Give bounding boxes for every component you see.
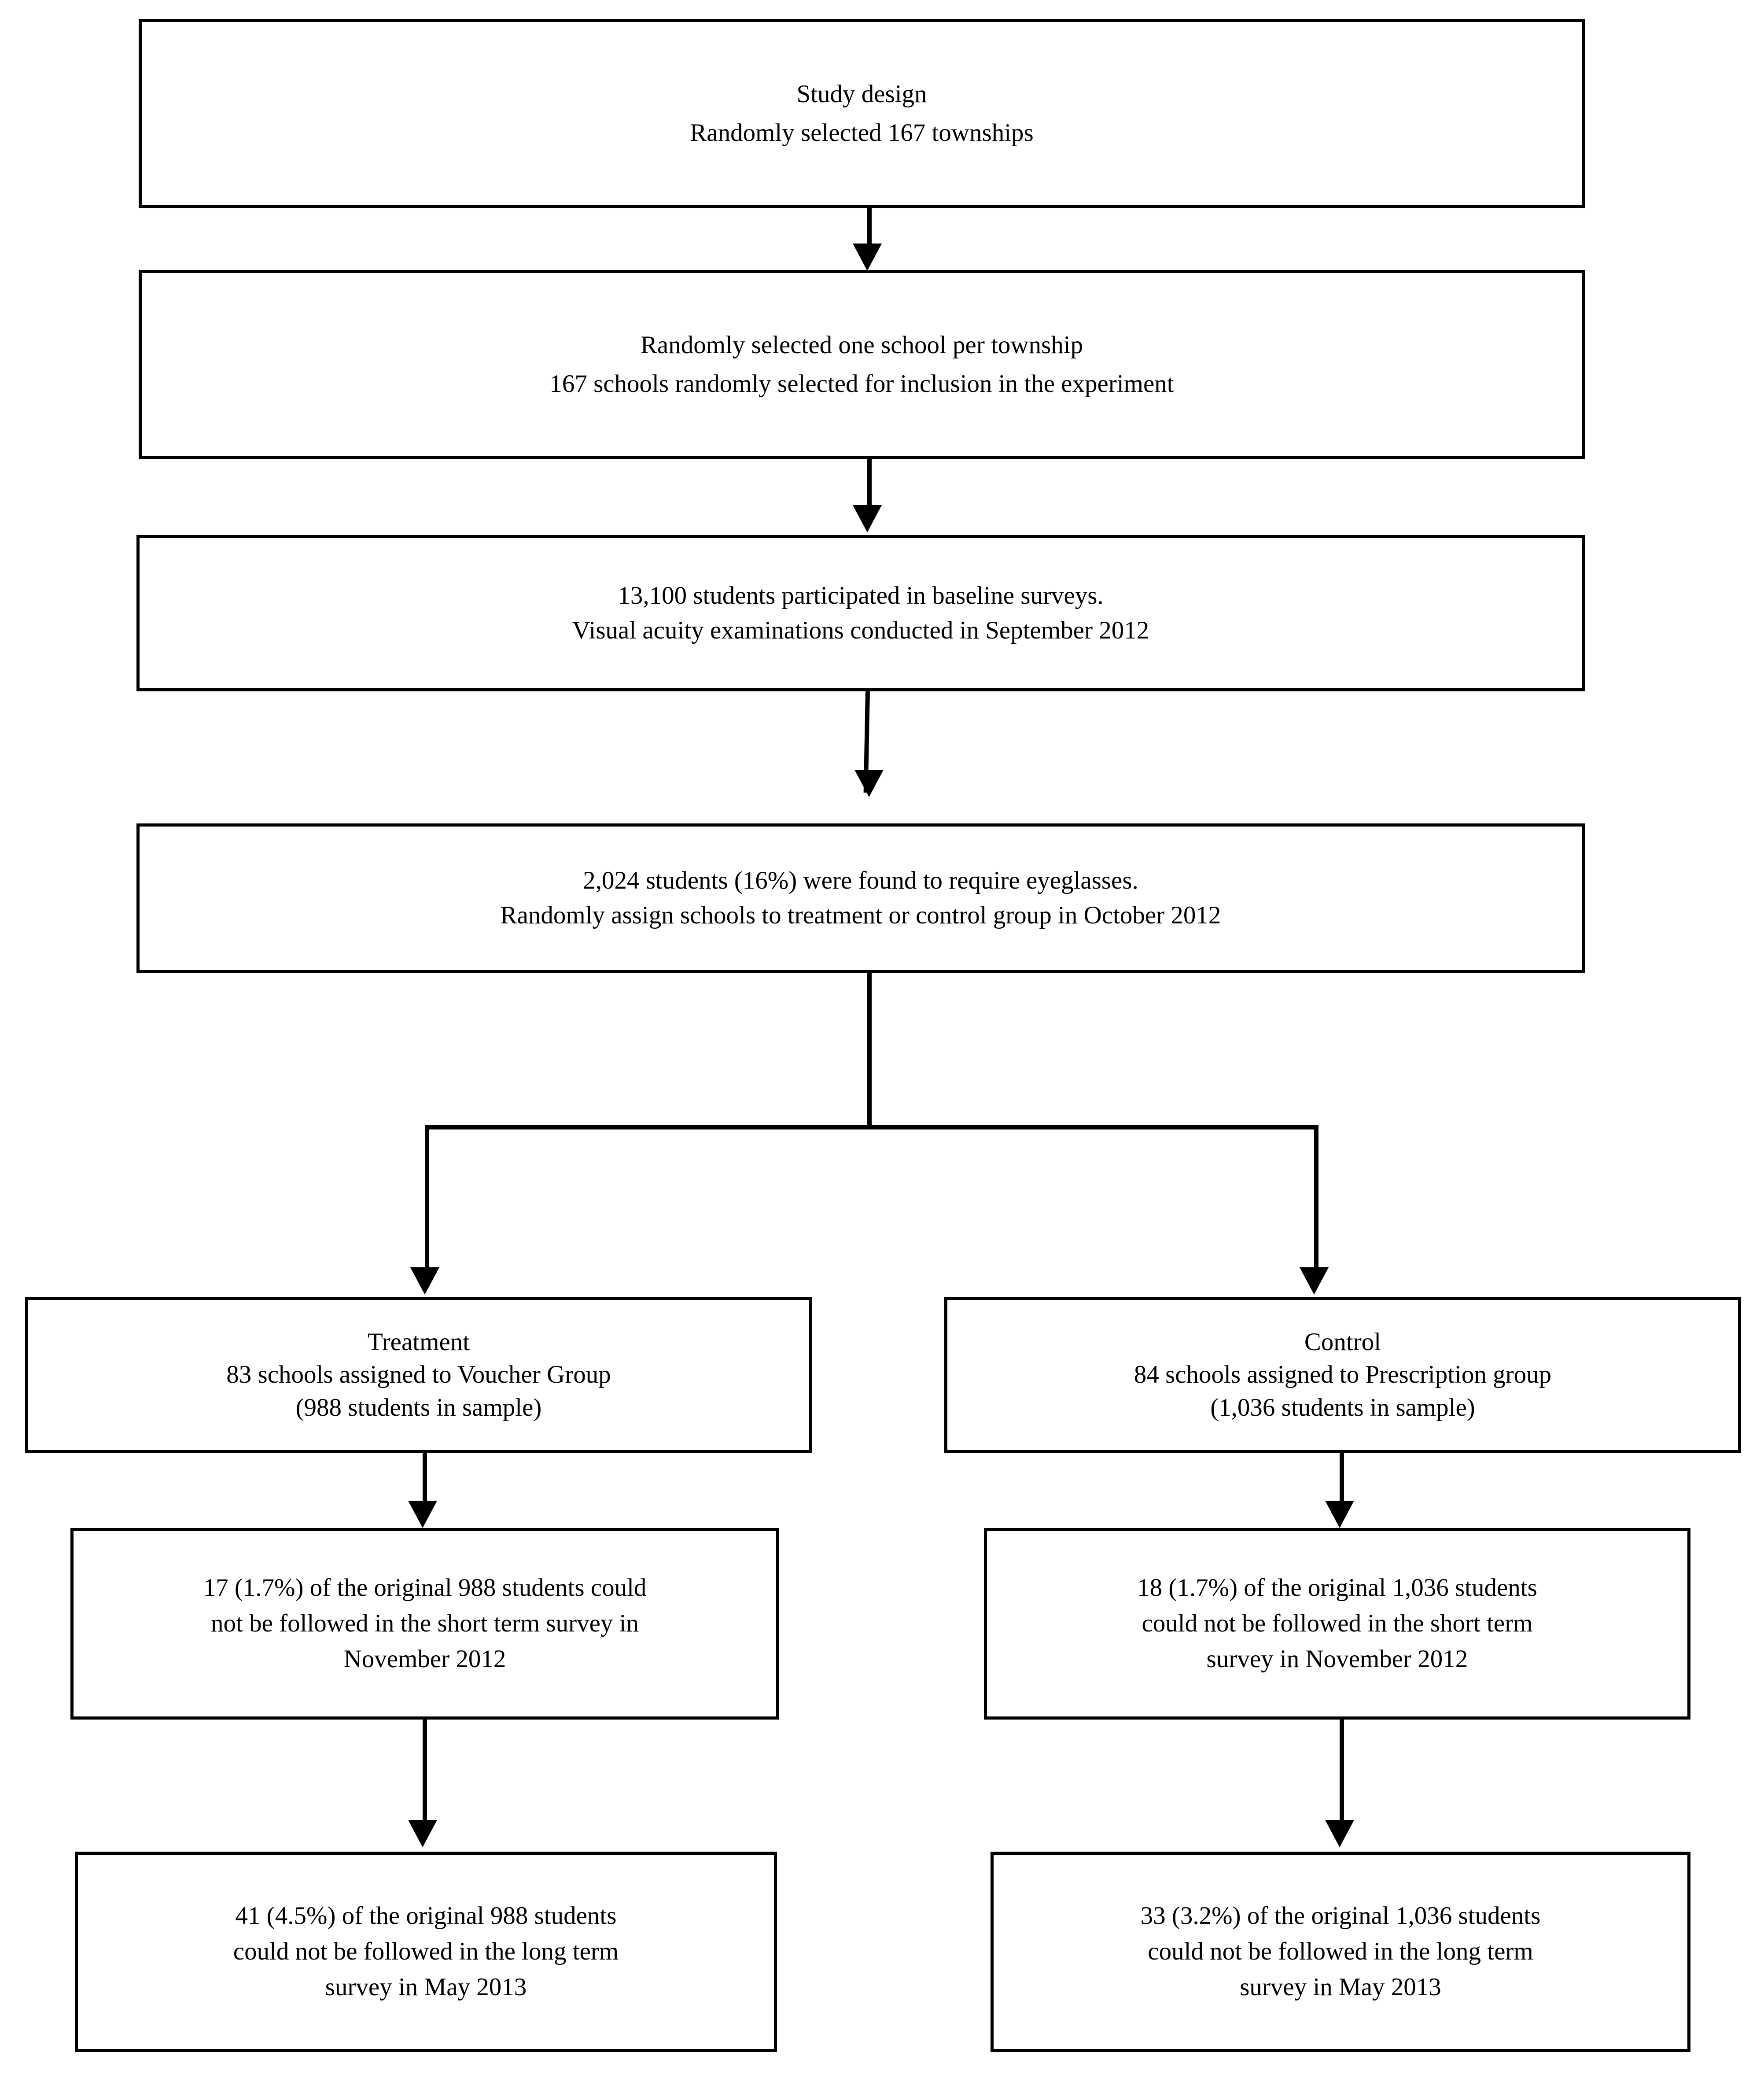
node-control-line-1: Control [1304,1328,1381,1356]
node-control: Control 84 schools assigned to Prescript… [944,1297,1741,1453]
node-control-line-3: (1,036 students in sample) [1210,1393,1475,1421]
node-control-long-term-line-2: could not be followed in the long term [1148,1938,1533,1966]
node-study-design: Study design Randomly selected 167 towns… [139,19,1585,208]
node-treatment: Treatment 83 schools assigned to Voucher… [25,1297,812,1453]
arrowhead-down-icon [854,770,884,797]
node-study-design-line-2: Randomly selected 167 townships [690,119,1034,147]
node-control-short-term-line-2: could not be followed in the short term [1142,1609,1533,1638]
node-control-short-term: 18 (1.7%) of the original 1,036 students… [984,1528,1690,1720]
node-school-select-line-1: Randomly selected one school per townshi… [640,331,1083,359]
edge-line [423,1720,427,1823]
node-eyeglasses-line-2: Randomly assign schools to treatment or … [500,901,1221,929]
arrowhead-down-icon [408,1820,437,1847]
edge-horizontal-bar [427,1125,1318,1129]
node-treatment-short-term: 17 (1.7%) of the original 988 students c… [70,1528,779,1720]
edge-drop-right-line [1314,1125,1318,1270]
arrowhead-down-icon [1300,1267,1329,1295]
node-treatment-line-1: Treatment [367,1328,470,1356]
arrowhead-down-icon [410,1267,439,1295]
node-study-design-line-1: Study design [796,80,927,108]
edge-line [867,459,872,508]
edge-drop-left-line [425,1125,429,1270]
node-baseline: 13,100 students participated in baseline… [136,535,1585,691]
edge-line [423,1453,427,1504]
node-control-long-term-line-1: 33 (3.2%) of the original 1,036 students [1140,1902,1541,1930]
node-school-select-line-2: 167 schools randomly selected for inclus… [549,370,1174,398]
arrowhead-down-icon [853,505,882,532]
node-treatment-long-term: 41 (4.5%) of the original 988 students c… [75,1852,777,2052]
edge-line [867,208,872,248]
node-baseline-line-2: Visual acuity examinations conducted in … [572,616,1149,644]
node-eyeglasses: 2,024 students (16%) were found to requi… [136,823,1585,973]
node-control-long-term-line-3: survey in May 2013 [1240,1973,1441,2001]
edge-line [1340,1453,1344,1504]
node-control-short-term-line-1: 18 (1.7%) of the original 1,036 students [1137,1574,1537,1602]
arrowhead-down-icon [1325,1820,1354,1847]
node-treatment-long-term-line-1: 41 (4.5%) of the original 988 students [235,1902,617,1930]
node-control-long-term: 33 (3.2%) of the original 1,036 students… [991,1852,1690,2052]
node-control-line-2: 84 schools assigned to Prescription grou… [1134,1361,1552,1389]
arrowhead-down-icon [1325,1501,1354,1528]
node-treatment-long-term-line-3: survey in May 2013 [325,1973,527,2001]
node-treatment-short-term-line-1: 17 (1.7%) of the original 988 students c… [203,1574,647,1602]
node-treatment-short-term-line-2: not be followed in the short term survey… [211,1609,639,1638]
edge-line [1340,1720,1344,1823]
node-control-short-term-line-3: survey in November 2012 [1206,1645,1468,1673]
arrowhead-down-icon [853,244,882,271]
arrowhead-down-icon [408,1501,437,1528]
node-eyeglasses-line-1: 2,024 students (16%) were found to requi… [583,867,1138,895]
node-treatment-long-term-line-2: could not be followed in the long term [233,1938,619,1966]
node-treatment-line-3: (988 students in sample) [295,1393,542,1421]
node-treatment-short-term-line-3: November 2012 [343,1645,506,1673]
node-school-select: Randomly selected one school per townshi… [139,270,1585,459]
edge-stem-line [867,973,872,1129]
node-treatment-line-2: 83 schools assigned to Voucher Group [226,1361,611,1389]
node-baseline-line-1: 13,100 students participated in baseline… [618,581,1104,609]
